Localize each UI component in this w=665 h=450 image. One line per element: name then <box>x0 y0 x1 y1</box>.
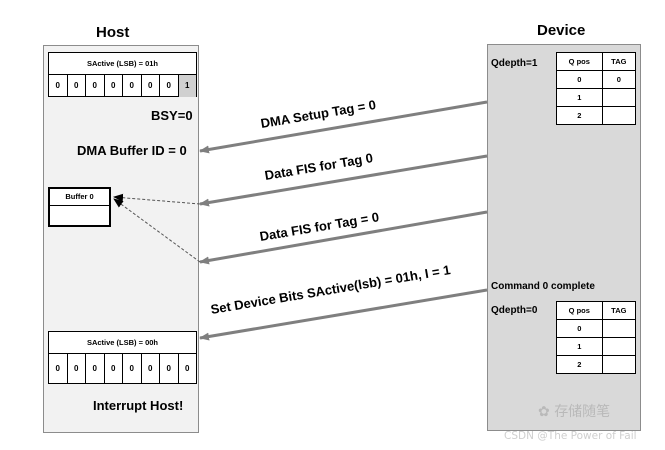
queue-table-after: Q pos TAG 0 1 2 <box>556 301 637 374</box>
message-arrow <box>199 154 488 207</box>
sactive-register-after: SActive (LSB) = 00h 0 0 0 0 0 0 0 0 <box>48 331 197 384</box>
buffer-dashed-arrow <box>113 198 201 263</box>
wechat-watermark-text: 存储随笔 <box>554 404 611 420</box>
sactive-bit: 0 <box>86 75 105 97</box>
sactive-bit: 0 <box>123 354 142 384</box>
interrupt-host-label: Interrupt Host! <box>93 398 184 413</box>
buffer-0-label: Buffer 0 <box>50 189 109 206</box>
sactive-bit: 0 <box>123 75 142 97</box>
message-arrow <box>199 100 488 154</box>
sactive-bit: 0 <box>49 354 68 384</box>
sactive-bit: 0 <box>105 75 123 97</box>
sactive-bit: 0 <box>185 364 190 373</box>
sactive-bit: 0 <box>68 354 86 384</box>
host-title: Host <box>96 24 130 41</box>
bsy-label: BSY=0 <box>151 108 193 123</box>
buffer-dashed-arrow <box>113 193 201 205</box>
sactive-register-before: SActive (LSB) = 01h 0 0 0 0 0 0 0 1 <box>48 52 197 97</box>
sactive-bit: 0 <box>160 354 179 384</box>
sactive-bit: 0 <box>105 354 123 384</box>
wechat-watermark: ✿ 存储随笔 <box>538 401 610 421</box>
sactive-bit: 0 <box>86 354 105 384</box>
sactive-bit: 0 <box>142 75 160 97</box>
queue-cell <box>601 106 637 125</box>
qdepth-before-label: Qdepth=1 <box>491 58 538 69</box>
queue-cell <box>601 355 637 374</box>
sactive-bit: 0 <box>160 75 179 97</box>
sactive-bit: 0 <box>142 354 160 384</box>
buffer-0: Buffer 0 <box>48 187 111 227</box>
queue-cell: 0 <box>601 70 637 89</box>
wechat-icon: ✿ <box>538 404 550 420</box>
queue-table-before: Q pos TAG 0 0 1 2 <box>556 52 637 125</box>
device-title: Device <box>537 22 586 39</box>
csdn-watermark: CSDN @The Power of Fail <box>504 430 637 442</box>
qdepth-after-label: Qdepth=0 <box>491 305 538 316</box>
message-arrow <box>199 210 488 265</box>
sactive-bit-active: 1 <box>178 75 196 97</box>
sactive-bit: 0 <box>49 75 68 97</box>
message-arrow <box>199 288 488 341</box>
command-complete-label: Command 0 complete <box>491 281 595 292</box>
sactive-header-after: SActive (LSB) = 00h <box>49 332 196 354</box>
sactive-bit: 0 <box>68 75 86 97</box>
dma-buffer-id-label: DMA Buffer ID = 0 <box>77 143 187 158</box>
sactive-header-before: SActive (LSB) = 01h <box>49 53 196 75</box>
